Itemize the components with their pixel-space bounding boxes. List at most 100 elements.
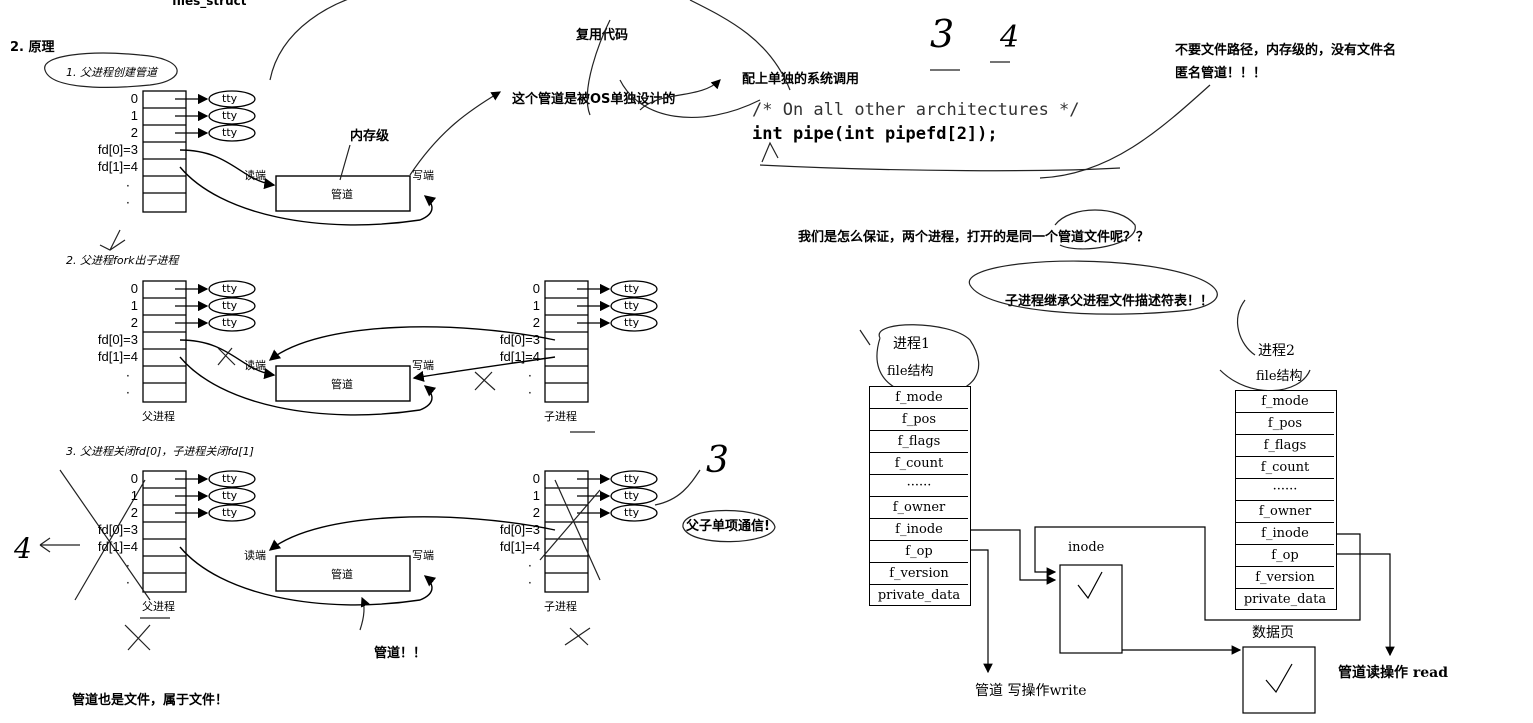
parent-label-s2: 父进程 xyxy=(142,410,175,423)
child-label-s3: 子进程 xyxy=(544,600,577,613)
pipe-label-s3: 管道 xyxy=(331,568,353,581)
data-page-label: 数据页 xyxy=(1252,625,1294,641)
read-end-s1: 读端 xyxy=(244,169,266,182)
write-end-s3: 写端 xyxy=(412,549,434,562)
fd-dots-s3c: ·· xyxy=(528,559,532,590)
proc2-field-f-flags: f_flags xyxy=(1236,435,1334,457)
proc1-field-f-flags: f_flags xyxy=(870,431,968,453)
fd-label-s3c-2: 2 xyxy=(532,505,540,520)
fd-label-s3p-0: 0 xyxy=(130,471,138,486)
tty-s1-1: tty xyxy=(222,109,238,122)
tty-s1-0: tty xyxy=(222,92,238,105)
proc1-file-struct-table: f_mode f_pos f_flags f_count ······ f_ow… xyxy=(869,386,971,606)
proc2-field-f-pos: f_pos xyxy=(1236,413,1334,435)
fd-table-step1 xyxy=(142,90,187,213)
fd-table-step3-parent xyxy=(142,470,187,593)
question-note: 我们是怎么保证，两个进程，打开的是同一个管道文件呢？？ xyxy=(798,230,1150,245)
fd-label-s3c-1: 1 xyxy=(532,488,540,503)
proc1-field-f-mode: f_mode xyxy=(870,387,968,409)
step-2-label: 2. 父进程fork出子进程 xyxy=(66,254,179,267)
fd-label-s2c-2: 2 xyxy=(532,315,540,330)
fd-table-step2-child xyxy=(544,280,589,403)
tty-s3c-2: tty xyxy=(624,506,640,519)
proc1-field-f-owner: f_owner xyxy=(870,497,968,519)
fd-label-s3c-3: fd[0]=3 xyxy=(499,522,540,537)
fd-label-s1-3: fd[0]=3 xyxy=(97,142,138,157)
fd-label-s1-0: 0 xyxy=(130,91,138,106)
read-end-s3: 读端 xyxy=(244,549,266,562)
tty-ellipses xyxy=(208,90,658,522)
proc2-field-f-owner: f_owner xyxy=(1236,501,1334,523)
tty-arrows xyxy=(175,93,611,519)
memory-level-note: 内存级 xyxy=(350,129,390,144)
pipe-label-s1: 管道 xyxy=(331,188,353,201)
proc1-field-f-inode: f_inode xyxy=(870,519,968,541)
fd-label-s2p-3: fd[0]=3 xyxy=(97,332,138,347)
parent-label-s3: 父进程 xyxy=(142,600,175,613)
proc2-label: 进程2 xyxy=(1258,343,1295,359)
inode-label: inode xyxy=(1068,540,1105,555)
tty-s3p-1: tty xyxy=(222,489,238,502)
child-label-s2: 子进程 xyxy=(544,410,577,423)
fd-label-s1-2: 2 xyxy=(130,125,138,140)
proc2-field-f-count: f_count xyxy=(1236,457,1334,479)
proc2-field-private-data: private_data xyxy=(1243,592,1327,607)
fd-label-s2c-0: 0 xyxy=(532,281,540,296)
fd-label-s2c-4: fd[1]=4 xyxy=(499,349,540,364)
step-3-label: 3. 父进程关闭fd[0]，子进程关闭fd[1] xyxy=(66,445,254,458)
section-title: 2. 原理 xyxy=(10,40,55,55)
pipe-boxes xyxy=(275,175,411,592)
proc1-file-struct-label: file结构 xyxy=(887,364,934,379)
syscall-note: 配上单独的系统调用 xyxy=(742,72,860,87)
proc1-field-f-op: f_op xyxy=(870,541,968,563)
tty-s2p-0: tty xyxy=(222,282,238,295)
fd-label-s2p-2: 2 xyxy=(130,315,138,330)
fd-label-s3c-0: 0 xyxy=(532,471,540,486)
proc1-field-f-version: f_version xyxy=(870,563,968,585)
proc2-field-f-op: f_op xyxy=(1236,545,1334,567)
proc1-field-private-data: private_data xyxy=(877,588,961,603)
proc1-field-f-count: f_count xyxy=(870,453,968,475)
tty-s2p-2: tty xyxy=(222,316,238,329)
fd-label-s3p-3: fd[0]=3 xyxy=(97,522,138,537)
step-1-label: 1. 父进程创建管道 xyxy=(66,66,157,79)
hand-number-4: 4 xyxy=(1000,20,1020,55)
fd-label-s3p-1: 1 xyxy=(130,488,138,503)
fd-dots-s2p: ·· xyxy=(126,369,130,400)
write-end-s1: 写端 xyxy=(412,169,434,182)
proc1-field-ellipsis: ······ xyxy=(870,475,968,497)
fd-label-s3c-4: fd[1]=4 xyxy=(499,539,540,554)
fd-label-s2p-1: 1 xyxy=(130,298,138,313)
tty-s3c-0: tty xyxy=(624,472,640,485)
one-way-note: 父子单项通信! xyxy=(686,519,770,534)
fd-label-s1-4: fd[1]=4 xyxy=(97,159,138,174)
reuse-code-note: 复用代码 xyxy=(576,28,629,43)
hand-number-3-right: 3 xyxy=(706,440,729,481)
no-path-note-1: 不要文件路径，内存级的，没有文件名 xyxy=(1175,43,1397,58)
tty-s2c-0: tty xyxy=(624,282,640,295)
proc2-file-struct-table: f_mode f_pos f_flags f_count ······ f_ow… xyxy=(1235,390,1337,610)
fd-label-s2c-3: fd[0]=3 xyxy=(499,332,540,347)
fd-dots-s2c: ·· xyxy=(528,369,532,400)
pipe-is-file-note: 管道也是文件，属于文件！ xyxy=(72,693,229,708)
hand-number-3: 3 xyxy=(930,12,955,56)
pipe-exclaim-note: 管道！！ xyxy=(374,646,427,661)
tty-s3p-0: tty xyxy=(222,472,238,485)
fd-dots-s3p: ·· xyxy=(126,559,130,590)
pipe-curves xyxy=(179,149,556,606)
proc2-file-struct-label: file结构 xyxy=(1256,369,1303,384)
pipe-label-s2: 管道 xyxy=(331,378,353,391)
tty-s2c-1: tty xyxy=(624,299,640,312)
proc2-field-f-inode: f_inode xyxy=(1236,523,1334,545)
pipe-os-design-note: 这个管道是被OS单独设计的 xyxy=(512,92,676,107)
fd-table-step3-child xyxy=(544,470,589,593)
fd-label-s2p-4: fd[1]=4 xyxy=(97,349,138,364)
fd-table-step2-parent xyxy=(142,280,187,403)
file-struct-links xyxy=(968,526,1395,714)
fd-label-s3p-4: fd[1]=4 xyxy=(97,539,138,554)
proc2-field-f-version: f_version xyxy=(1236,567,1334,589)
code-pipe-signature: int pipe(int pipefd[2]); xyxy=(752,124,998,144)
fd-label-s1-1: 1 xyxy=(130,108,138,123)
fd-label-s3p-2: 2 xyxy=(130,505,138,520)
